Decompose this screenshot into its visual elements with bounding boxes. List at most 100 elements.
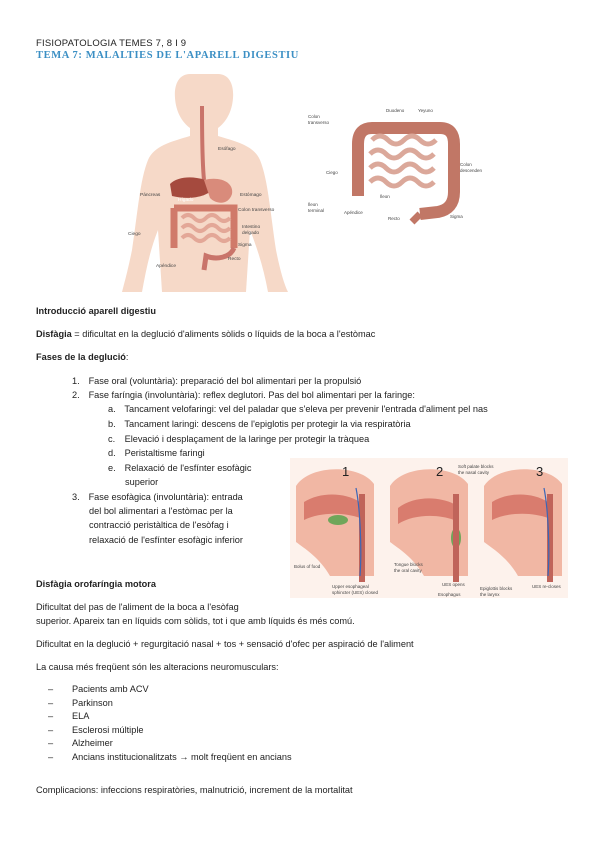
rectum-shape	[201, 246, 237, 271]
label-epiglottis-1: Epiglottis blocks	[480, 586, 513, 591]
phase-number: 1.	[72, 376, 80, 386]
subphase-item: a. Tancament velofaringi: vel del palada…	[108, 403, 488, 415]
bolus-shape	[328, 515, 348, 525]
phase-item: 2. Fase faríngia (involuntària): reflex …	[72, 389, 415, 401]
label-esophagus: Esophagus	[438, 592, 461, 597]
label2-ileon-terminal-1: Íleon	[308, 201, 318, 207]
label-tongue-1: Tongue blocks	[394, 562, 424, 567]
label2-recto: Recto	[388, 216, 400, 221]
fases-colon: :	[125, 352, 129, 362]
course-header: FISIOPATOLOGIA TEMES 7, 8 I 9	[36, 38, 187, 49]
orofaringia-paragraph-1-continued: superior. Apareix tan en líquids com sòl…	[36, 616, 355, 626]
swallow-panel-3	[484, 469, 562, 582]
disfagia-text: = dificultat en la deglució d'aliments s…	[71, 329, 376, 339]
label2-sigma: Sigma	[450, 214, 463, 219]
label-tongue-2: the oral cavity	[394, 568, 423, 573]
label-recto: Recto	[228, 256, 241, 262]
fases-heading-line: Fases de la deglució:	[36, 351, 128, 363]
subphase-item: e. Relaxació de l'esfínter esofàgic	[108, 462, 251, 474]
orofaringia-paragraph-3: La causa més freqüent són les alteracion…	[36, 662, 279, 672]
intro-heading: Introducció aparell digestiu	[36, 306, 156, 316]
label-higado: Hígado	[178, 197, 194, 203]
intestine-illustration: Colon transverso Duodeno Yeyuno Colon de…	[308, 108, 482, 225]
airflow-arrow	[543, 487, 550, 577]
list-item: – ELA	[48, 710, 292, 724]
liver-shape	[170, 177, 216, 198]
swallowing-phases-illustration: 1 2 3 Bolus of food Upper esophageal sph…	[290, 458, 568, 598]
label-pancreas: Páncreas	[140, 192, 161, 198]
subphase-item: c. Elevació i desplaçament de la laringe…	[108, 433, 369, 445]
subphase-letter: e.	[108, 463, 116, 473]
list-item: – Esclerosi múltiple	[48, 724, 292, 738]
label-bolus: Bolus of food	[294, 564, 321, 569]
label-intestino-delgado-2: delgado	[242, 230, 259, 236]
list-item: – Pacients amb ACV	[48, 683, 292, 697]
subphase-item: b. Tancament laringi: descens de l'epigl…	[108, 418, 411, 430]
causes-list: – Pacients amb ACV – Parkinson – ELA – Escle…	[48, 683, 292, 765]
phase-text: Fase faríngia (involuntària): reflex deg…	[88, 390, 415, 400]
rectum-end-shape	[409, 211, 423, 225]
step-number-2: 2	[436, 464, 443, 479]
dash-bullet: –	[48, 711, 54, 722]
small-intestine-loops	[368, 133, 438, 189]
head-section	[390, 469, 468, 576]
subphase-letter: d.	[108, 448, 116, 458]
subphase-item: d. Peristaltisme faringi	[108, 447, 205, 459]
step-number-1: 1	[342, 464, 349, 479]
phase-text: Fase oral (voluntària): preparació del b…	[88, 376, 362, 386]
list-item-text: ELA	[72, 711, 90, 722]
label-ciego: Ciego	[128, 231, 141, 237]
phase-text: Fase esofàgica (involuntària): entrada	[88, 492, 243, 502]
label2-colon-transverso-1: Colon	[308, 114, 320, 119]
topic-title: TEMA 7: MALALTIES DE L'APARELL DIGESTIU	[36, 50, 299, 61]
list-item-text: Esclerosi múltiple	[72, 724, 144, 735]
list-item: – Ancians institucionalitzats → molt freq…	[48, 751, 292, 765]
label2-yeyuno: Yeyuno	[418, 108, 433, 113]
phase-item: 3. Fase esofàgica (involuntària): entrad…	[72, 491, 243, 503]
dash-bullet: –	[48, 684, 54, 694]
stomach-shape	[204, 178, 233, 203]
label2-colon-descendente-1: Colon	[460, 162, 472, 167]
label2-colon-transverso-2: transverso	[308, 120, 330, 125]
step-number-3: 3	[536, 464, 543, 479]
subphase-letter: a.	[108, 404, 116, 414]
list-item: – Parkinson	[48, 697, 292, 711]
digestive-system-illustration: Esófago Páncreas Hígado Estómago Colon t…	[122, 74, 288, 292]
list-item: –Alzheimer	[48, 737, 292, 751]
phase-item: 1. Fase oral (voluntària): preparació de…	[72, 375, 361, 387]
label-ues-closed-1: Upper esophageal	[332, 584, 369, 589]
esophagus-shape	[200, 105, 206, 181]
subphase-letter: c.	[108, 434, 116, 444]
phase-text-continued: relaxació de l'esfínter esofàgic inferio…	[89, 535, 243, 545]
label-epiglottis-2: the larynx	[480, 592, 500, 597]
phase-text-continued: del bol alimentari a l'estòmac per la	[89, 506, 233, 516]
swallow-panel-1	[296, 469, 374, 582]
tongue-shape	[492, 494, 548, 520]
small-intestine-shape	[180, 213, 232, 243]
list-item-text: Pacients amb ACV	[72, 684, 149, 694]
label-apendice: Apéndice	[156, 263, 176, 269]
dash-bullet: –	[48, 724, 54, 735]
phase-number: 3.	[72, 492, 80, 502]
subphase-letter: b.	[108, 419, 116, 429]
label-soft-palate-1: Soft palate blocks	[458, 464, 494, 469]
label-ues-opens: UES opens	[442, 582, 466, 587]
dash-bullet: –	[48, 751, 54, 762]
dash-bullet: –	[48, 697, 54, 708]
subphase-text: Peristaltisme faringi	[124, 448, 205, 458]
list-item-text: Parkinson	[72, 697, 113, 708]
label-ues-recloses: UES re-closes	[532, 584, 562, 589]
label-sigma: Sigma	[238, 242, 252, 248]
list-item-text: Ancians institucionalitzats → molt freqü…	[72, 751, 292, 762]
label-esofago: Esófago	[218, 146, 236, 152]
swallow-panel-2	[390, 469, 468, 582]
label2-colon-descendente-2: descendente	[460, 168, 482, 173]
label2-duodeno: Duodeno	[386, 108, 405, 113]
disfagia-definition: Disfàgia = dificultat en la deglució d'a…	[36, 328, 375, 340]
orofaringia-paragraph-1: Dificultat del pas de l'aliment de la bo…	[36, 602, 239, 612]
label2-ileon: Íleon	[380, 193, 390, 199]
label2-apendice: Apéndice	[344, 210, 363, 215]
tongue-shape	[398, 498, 454, 524]
label-soft-palate-2: the nasal cavity	[458, 470, 490, 475]
label-intestino-delgado-1: Intestino	[242, 224, 260, 230]
